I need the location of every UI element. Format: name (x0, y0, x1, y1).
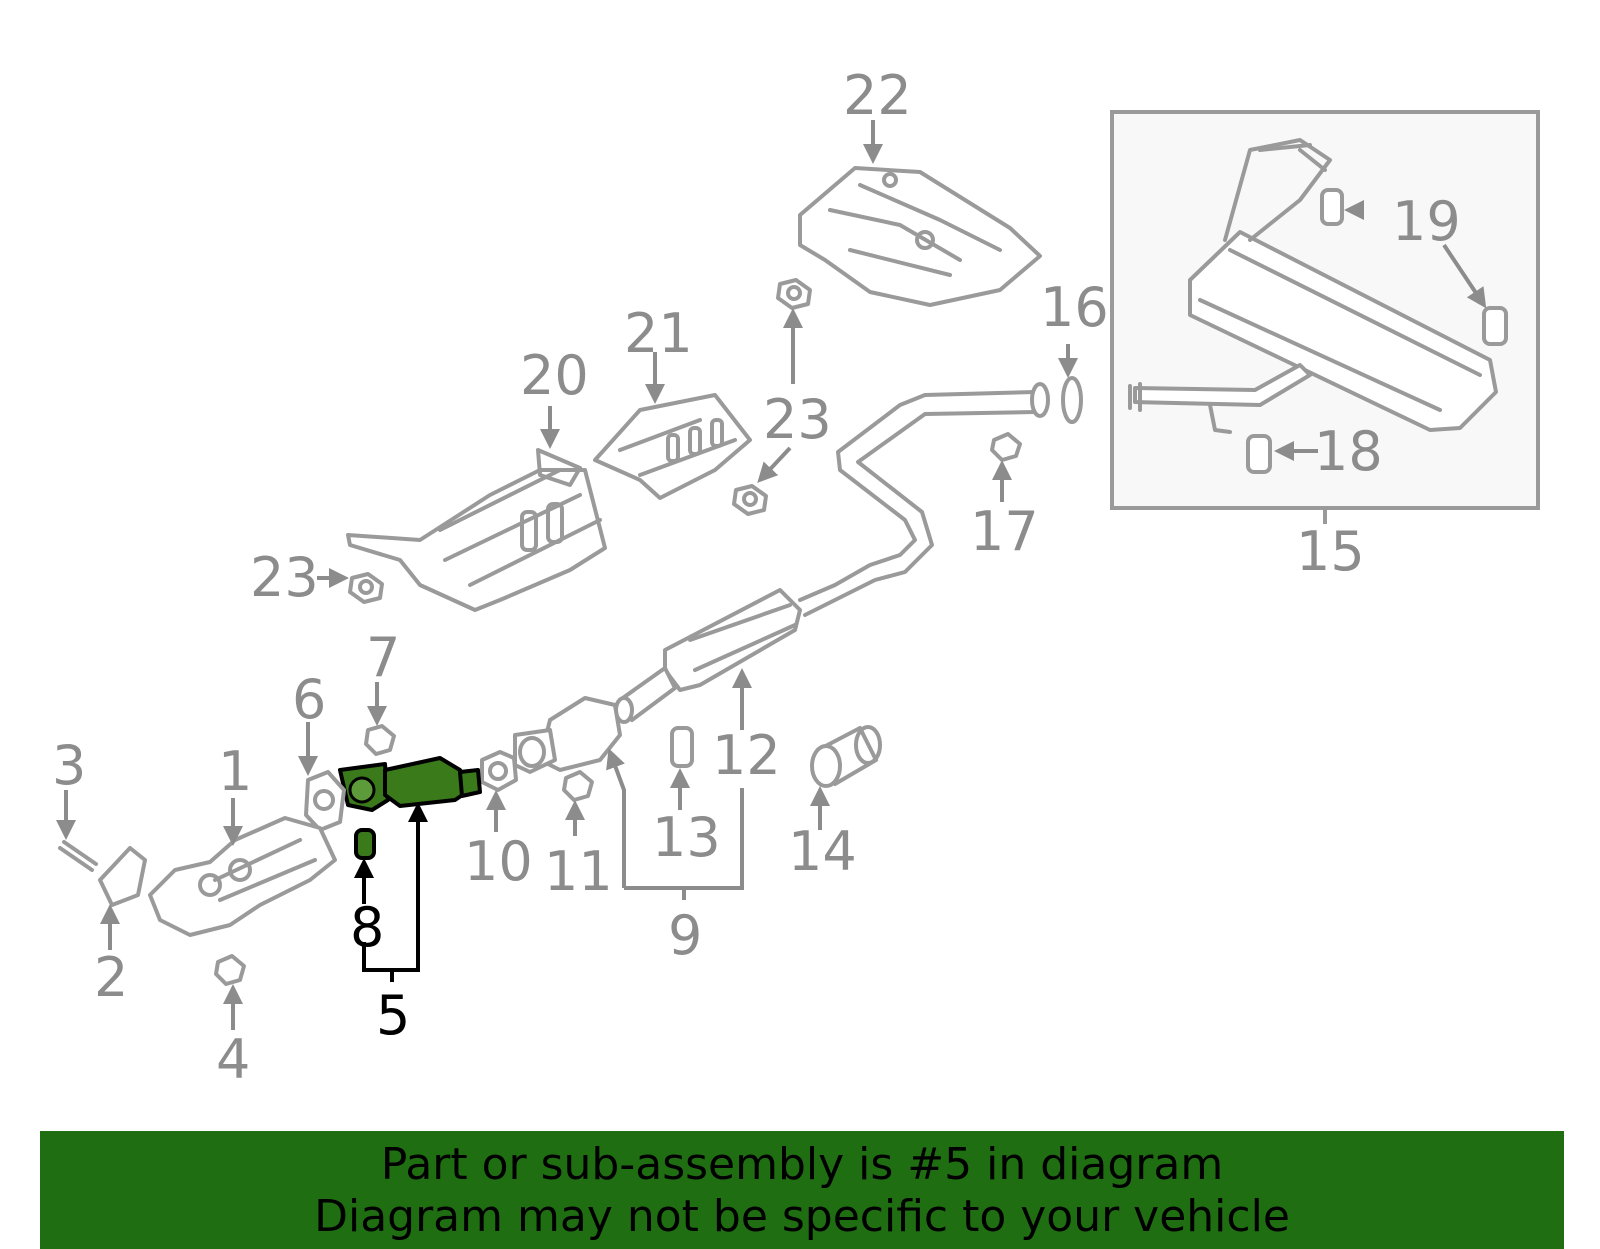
nut-23-left (348, 572, 384, 604)
label-19: 19 (1392, 190, 1461, 253)
label-10: 10 (464, 830, 533, 893)
pipe-clamp-14 (810, 725, 882, 788)
hanger-13 (670, 726, 694, 768)
center-pipe-resonator (614, 382, 1050, 724)
hanger-17 (990, 432, 1022, 462)
label-14: 14 (788, 820, 857, 883)
label-12: 12 (712, 724, 781, 787)
label-3: 3 (52, 734, 86, 797)
gasket-10 (480, 750, 518, 792)
label-15: 15 (1296, 520, 1365, 583)
muffler-assembly-inset (1110, 110, 1540, 510)
nut-23-upper (776, 278, 812, 310)
label-1: 1 (218, 740, 252, 803)
label-23-left: 23 (250, 546, 319, 609)
catalytic-converter (513, 696, 622, 774)
nut-4 (214, 954, 246, 986)
label-20: 20 (520, 344, 589, 407)
label-4: 4 (216, 1028, 250, 1091)
nut-7 (364, 724, 396, 756)
heat-shield-rear (798, 166, 1042, 307)
info-banner: Part or sub-assembly is #5 in diagram Di… (40, 1131, 1564, 1249)
label-23-top: 23 (763, 388, 832, 451)
label-22: 22 (843, 64, 912, 127)
label-2: 2 (94, 946, 128, 1009)
label-16: 16 (1040, 276, 1109, 339)
nut-11 (562, 770, 594, 802)
gasket-6 (304, 770, 346, 832)
stud-3 (58, 840, 98, 872)
exhaust-manifold (148, 816, 337, 937)
label-13: 13 (652, 806, 721, 869)
heat-shield-front (346, 448, 607, 612)
gasket-2 (98, 846, 147, 907)
label-7: 7 (366, 626, 400, 689)
leader-lines-highlight (354, 802, 428, 982)
label-9: 9 (668, 904, 702, 967)
leader-lines (56, 120, 1487, 1030)
banner-line-2: Diagram may not be specific to your vehi… (314, 1191, 1290, 1242)
label-18: 18 (1314, 420, 1383, 483)
label-11: 11 (544, 840, 613, 903)
banner-line-1: Part or sub-assembly is #5 in diagram (380, 1139, 1224, 1190)
exhaust-system-diagram: 22 20 21 23 23 16 17 19 18 15 12 13 14 1… (52, 64, 1540, 1091)
nut-23-middle (732, 484, 768, 516)
front-pipe-highlighted[interactable] (338, 756, 482, 812)
label-8: 8 (350, 896, 384, 959)
label-5: 5 (376, 984, 410, 1047)
label-6: 6 (292, 668, 326, 731)
gasket-16 (1061, 376, 1083, 424)
label-17: 17 (970, 500, 1039, 563)
heat-shield-middle (593, 393, 752, 500)
label-21: 21 (624, 302, 693, 365)
hanger-8-highlighted[interactable] (354, 828, 376, 860)
